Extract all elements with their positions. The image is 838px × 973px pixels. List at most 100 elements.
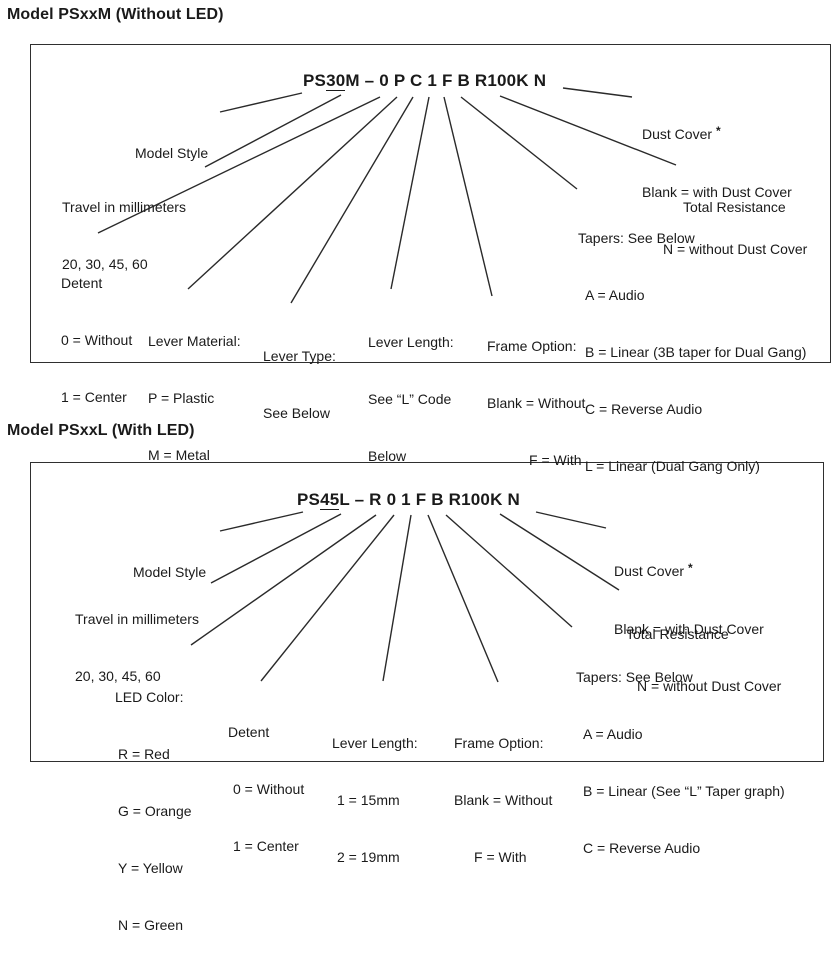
label-line: 1 = Center <box>233 838 299 854</box>
label-line: Model Style <box>133 564 207 580</box>
line-l-dust-cover <box>535 511 607 529</box>
line-m-lever-type <box>290 96 414 304</box>
label-line: A = Audio <box>583 726 643 742</box>
section-heading-psxxl: Model PSxxL (With LED) <box>7 422 195 439</box>
pn-suffix: M – 0 P C 1 F B R100K N <box>345 71 547 90</box>
label-line: 20, 30, 45, 60 <box>62 256 148 272</box>
label-line: B = Linear (3B taper for Dual Gang) <box>585 344 807 360</box>
callout-m-lever-material: Lever Material: P = Plastic M = Metal <box>148 294 241 503</box>
line-m-dust-cover <box>562 87 633 98</box>
part-number-psxxm: PS30M – 0 P C 1 F B R100K N <box>303 71 546 91</box>
label-line: N = without Dust Cover <box>637 678 782 694</box>
part-number-coding-page: Model PSxxM (Without LED) Model PSxxL (W… <box>7 6 831 933</box>
line-m-model-style <box>219 92 303 113</box>
callout-l-dust-cover: Dust Cover* Blank = with Dust Cover N = … <box>614 524 781 734</box>
part-number-psxxl: PS45L – R 0 1 F B R100K N <box>297 490 520 510</box>
callout-m-dust-cover: Dust Cover* Blank = with Dust Cover N = … <box>642 87 807 297</box>
callout-l-travel: Travel in millimeters 20, 30, 45, 60 <box>75 572 199 724</box>
label-line: F = With <box>529 452 582 468</box>
label-line: Blank = with Dust Cover <box>614 621 764 637</box>
label-line: N = without Dust Cover <box>663 241 808 257</box>
pn-prefix: PS <box>297 490 321 509</box>
section-heading-psxxm: Model PSxxM (Without LED) <box>7 6 224 23</box>
label-line: Model Style <box>135 145 209 161</box>
line-m-detent <box>97 96 381 234</box>
label-line: Lever Length: <box>332 735 418 751</box>
line-m-frame-option <box>443 96 493 297</box>
label-line: 0 = Without <box>233 781 305 797</box>
line-m-lever-length <box>390 96 430 290</box>
label-line: G = Orange <box>118 803 192 819</box>
line-l-tapers <box>445 514 573 628</box>
label-line: Y = Yellow <box>118 860 183 876</box>
label-line: Lever Type: <box>263 348 336 364</box>
callout-l-total-resistance: Total Resistance <box>626 587 729 682</box>
label-line: See “L” Code <box>368 391 452 407</box>
dust-cover-title: Dust Cover <box>642 126 713 142</box>
label-line: See Below <box>263 405 330 421</box>
callout-l-detent: Detent 0 = Without 1 = Center <box>228 685 304 894</box>
label-line: M = Metal <box>148 447 210 463</box>
label-line: Blank = Without <box>454 792 553 808</box>
label-line: Total Resistance <box>626 626 729 642</box>
pn-suffix: L – R 0 1 F B R100K N <box>339 490 520 509</box>
label-line: C = Reverse Audio <box>583 840 701 856</box>
pn-prefix: PS <box>303 71 327 90</box>
label-line: 2 = 19mm <box>337 849 400 865</box>
callout-m-total-resistance: Total Resistance <box>683 160 786 255</box>
label-line: Travel in millimeters <box>62 199 186 215</box>
label-line: B = Linear (See “L” Taper graph) <box>583 783 785 799</box>
callout-m-travel: Travel in millimeters 20, 30, 45, 60 <box>62 160 186 312</box>
callout-m-tapers: Tapers: See Below A = Audio B = Linear (… <box>578 191 806 514</box>
psxxm-diagram-box <box>30 44 831 363</box>
label-line: Frame Option: <box>454 735 544 751</box>
label-line: Dust Cover* <box>642 124 807 145</box>
label-line: Travel in millimeters <box>75 611 199 627</box>
line-l-detent <box>260 514 395 682</box>
footnote-asterisk: * <box>688 561 693 575</box>
line-m-tapers <box>460 96 578 190</box>
line-l-travel <box>210 513 342 584</box>
label-line: LED Color: <box>115 689 184 705</box>
callout-lines <box>97 87 677 683</box>
label-line: Frame Option: <box>487 338 577 354</box>
label-line: R = Red <box>118 746 170 762</box>
line-l-total-resistance <box>499 513 620 591</box>
callout-m-detent: Detent 0 = Without 1 = Center <box>61 236 132 445</box>
label-line: Total Resistance <box>683 199 786 215</box>
label-line: Detent <box>61 275 103 291</box>
label-line: C = Reverse Audio <box>585 401 703 417</box>
label-line: F = With <box>474 849 527 865</box>
callout-m-model-style: Model Style <box>135 106 208 201</box>
footnote-asterisk: * <box>716 124 721 138</box>
dust-cover-title: Dust Cover <box>614 563 685 579</box>
label-line: Below <box>368 448 407 464</box>
line-m-total-resistance <box>499 95 677 166</box>
callout-m-frame-option: Frame Option: Blank = Without F = With <box>487 299 585 508</box>
label-line: Dust Cover* <box>614 561 781 582</box>
callout-l-lever-length: Lever Length: 1 = 15mm 2 = 19mm <box>332 696 418 905</box>
label-line: Blank = Without <box>487 395 586 411</box>
callout-l-model-style: Model Style <box>133 525 206 620</box>
label-line: Lever Material: <box>148 333 241 349</box>
line-l-led-color <box>190 514 377 646</box>
line-l-model-style <box>219 511 304 532</box>
label-line: L = Linear (Dual Gang Only) <box>585 458 760 474</box>
psxxl-diagram-box <box>30 462 824 762</box>
label-line: Detent <box>228 724 270 740</box>
label-line: Tapers: See Below <box>578 230 695 246</box>
pn-travel-code: 45 <box>320 490 340 510</box>
line-m-travel <box>204 94 342 168</box>
callout-l-frame-option: Frame Option: Blank = Without F = With <box>454 696 552 905</box>
callout-l-led-color: LED Color: R = Red G = Orange Y = Yellow… <box>115 650 192 973</box>
label-line: N = Green <box>118 917 183 933</box>
label-line: Lever Length: <box>368 334 454 350</box>
line-l-lever-length <box>382 514 412 682</box>
label-line: 0 = Without <box>61 332 133 348</box>
label-line: 1 = 15mm <box>337 792 400 808</box>
label-line: 20, 30, 45, 60 <box>75 668 161 684</box>
label-line: Tapers: See Below <box>576 669 693 685</box>
callout-m-lever-type: Lever Type: See Below <box>263 309 336 461</box>
label-line: P = Plastic <box>148 390 215 406</box>
line-l-frame-option <box>427 514 499 683</box>
